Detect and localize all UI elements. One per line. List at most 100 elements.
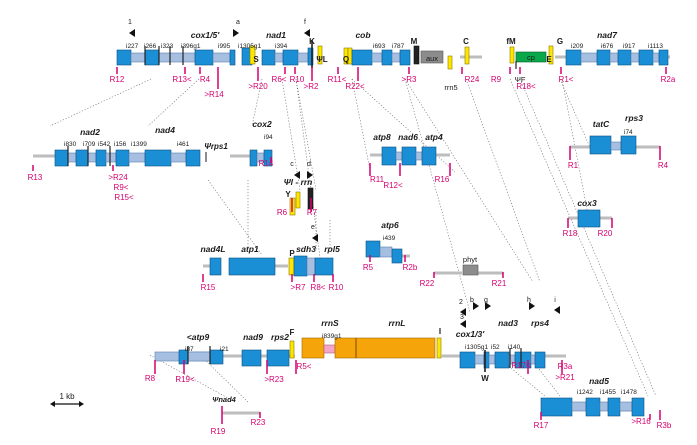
- orientation-arrow: [485, 302, 491, 310]
- intron-label-i1455: i1455: [600, 389, 616, 396]
- marker-r23: >R23: [264, 375, 284, 384]
- intron-label-i1305g1: i1305g1: [238, 43, 262, 50]
- exon-block: [144, 49, 160, 66]
- gene-label-nad4: Ψnad4: [212, 395, 237, 404]
- intron-block: [415, 151, 423, 161]
- marker-r5: R5: [363, 263, 374, 272]
- exon-block: [638, 49, 654, 66]
- trna-gene-psil: [317, 45, 323, 65]
- cp-region: [515, 51, 547, 63]
- intron-block: [474, 354, 485, 365]
- trna-gene-e: [548, 45, 554, 65]
- orientation-arrow: [294, 171, 300, 179]
- trna-gene-s: [249, 45, 256, 65]
- marker-r3: >R3: [402, 75, 417, 84]
- gene-label-sdh3: sdh3: [296, 244, 316, 254]
- intron-label-i839g1: i839g1: [322, 333, 342, 340]
- trna-gene-i: [436, 337, 442, 359]
- marker-r1: R1: [568, 161, 579, 170]
- marker-r8: R8: [145, 374, 156, 383]
- trna-label-q: Q: [343, 55, 349, 64]
- marker-r14: >R14: [204, 90, 224, 99]
- intron-label-i266: i266: [144, 43, 157, 50]
- intron-label-i87: i87: [185, 346, 194, 353]
- arrow-label-3: 3: [460, 314, 464, 321]
- exon-block: [351, 49, 373, 66]
- gene-label-atp8: atp8: [373, 132, 391, 142]
- connector-line: [351, 78, 456, 173]
- exon-block: [365, 240, 381, 258]
- gene-label-rps2: rps2: [271, 332, 289, 342]
- marker-r18: R18<: [516, 82, 536, 91]
- gene-label-cox2: cox2: [252, 119, 272, 129]
- exon-block: [263, 149, 273, 167]
- marker-r19: R19<: [175, 375, 195, 384]
- marker-r12: R12: [110, 75, 125, 84]
- marker-r18: R18: [563, 229, 578, 238]
- arrow-label-c: c: [290, 161, 294, 168]
- marker-r3a: R3a: [558, 362, 573, 371]
- gene-label-nad6: nad6: [398, 132, 418, 142]
- rrnl-gene: [334, 337, 436, 359]
- orientation-arrow: [529, 302, 535, 310]
- marker-r15: R15: [201, 283, 216, 292]
- arrow-label-d: d: [307, 161, 311, 168]
- marker-r11: R11<: [328, 75, 347, 84]
- intron-block: [371, 52, 383, 63]
- marker-r24: >R24: [108, 173, 128, 182]
- trna-label-e: E: [546, 55, 552, 64]
- exon-block: [399, 49, 411, 66]
- connector-line: [207, 179, 263, 256]
- intron-label-i156: i156: [114, 141, 127, 148]
- label-cp: cp: [527, 53, 535, 62]
- connector-line: [49, 78, 152, 127]
- intron-label-i227: i227: [126, 43, 139, 50]
- gene-label-atp4: atp4: [425, 132, 443, 142]
- intron-label-i709: i709: [83, 141, 96, 148]
- orientation-arrow: [554, 306, 560, 314]
- intron-block: [274, 52, 284, 63]
- trna-gene-c: [464, 46, 470, 65]
- rrns-gene: [301, 337, 325, 359]
- marker-r2b: R2b: [403, 263, 418, 272]
- arrow-label-e: e: [311, 224, 315, 231]
- connector-line: [149, 354, 236, 403]
- intron-label-i917: i917: [623, 43, 636, 50]
- gene-label-nad2: nad2: [80, 127, 100, 137]
- intron-label-i542: i542: [98, 141, 111, 148]
- intron-label-i396g1: i396g1: [181, 43, 201, 50]
- connector-line: [351, 78, 371, 171]
- trna-label-g: G: [557, 37, 563, 46]
- intron-label-i830: i830: [64, 141, 77, 148]
- arrow-label-h: h: [527, 297, 531, 304]
- gene-label-atp6: atp6: [381, 220, 399, 230]
- intron-block: [212, 52, 231, 63]
- marker-r22: R22<: [345, 82, 365, 91]
- intron-block: [395, 151, 403, 161]
- exon-block: [381, 146, 397, 166]
- intron-block: [652, 52, 660, 63]
- exon-block: [229, 49, 236, 66]
- trna-label-s: S: [253, 55, 259, 64]
- arrow-label-i: i: [554, 297, 556, 304]
- trna-label-i: I: [439, 327, 441, 336]
- trna-label-w: W: [481, 374, 489, 383]
- intron-label-i21: i21: [220, 346, 229, 353]
- orientation-arrow: [312, 234, 318, 242]
- marker-r1: R1<: [559, 75, 574, 84]
- intron-block: [379, 246, 393, 258]
- intron-block: [610, 141, 622, 151]
- rrn5-gene: [447, 55, 453, 70]
- marker-r9: R9: [491, 75, 502, 84]
- gene-label-rps3: rps3: [625, 113, 643, 123]
- exon-block: [75, 149, 89, 167]
- connector-line: [465, 78, 541, 283]
- exon-block: [261, 49, 276, 66]
- marker-r22: R22: [420, 279, 435, 288]
- exon-block: [115, 149, 130, 167]
- phyt-gene: [462, 264, 479, 276]
- connector-line: [559, 78, 593, 153]
- aux-gene: [420, 50, 444, 64]
- exon-block: [459, 351, 476, 369]
- intron-label-i52: i52: [491, 344, 500, 351]
